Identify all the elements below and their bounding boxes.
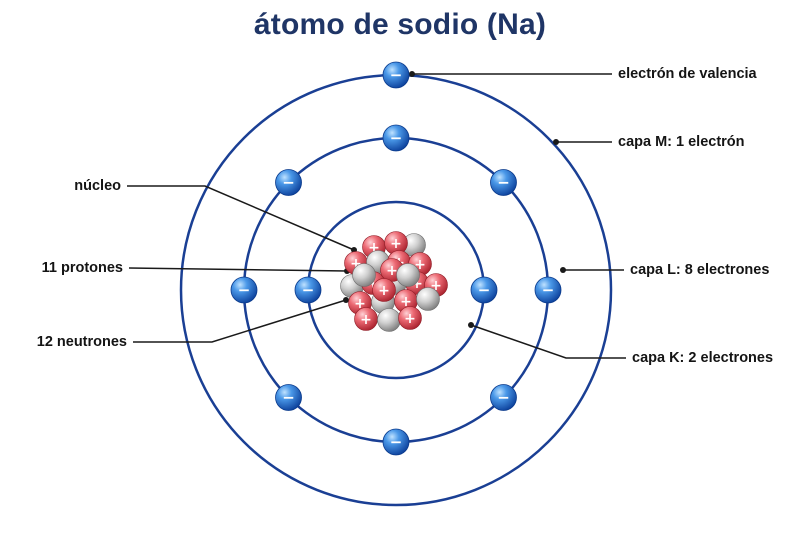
- svg-text:+: +: [414, 257, 426, 273]
- proton: +: [372, 278, 396, 302]
- neutron: [377, 308, 401, 332]
- svg-text:−: −: [390, 433, 403, 451]
- label-valence-electron: electrón de valencia: [618, 66, 757, 82]
- electron-shell-m: −: [382, 61, 410, 89]
- leader-dot-valence: [409, 71, 415, 77]
- svg-text:−: −: [238, 281, 251, 299]
- leader-dot-shell-l: [560, 267, 566, 273]
- svg-text:+: +: [411, 276, 423, 292]
- leader-dot-shell-m: [553, 139, 559, 145]
- label-shell-l: capa L: 8 electrones: [630, 262, 770, 278]
- svg-text:+: +: [386, 263, 398, 279]
- nucleus: ++++++++++++++: [340, 231, 448, 332]
- leader-dot-neutrons: [343, 297, 349, 303]
- svg-text:+: +: [354, 296, 366, 312]
- leader-dot-shell-k: [468, 322, 474, 328]
- neutron: [352, 263, 376, 287]
- svg-text:−: −: [497, 388, 510, 406]
- svg-text:−: −: [282, 388, 295, 406]
- label-shell-m: capa M: 1 electrón: [618, 134, 745, 150]
- proton: +: [354, 307, 378, 331]
- electron-shell-l: −: [382, 124, 410, 152]
- label-nucleus: núcleo: [74, 178, 121, 194]
- electrons: − − − − − − − − − − −: [230, 61, 562, 456]
- label-neutrons: 12 neutrones: [36, 334, 127, 350]
- electron-shell-l: −: [490, 384, 517, 411]
- svg-text:−: −: [542, 281, 555, 299]
- electron-shell-l: −: [275, 384, 302, 411]
- electron-shell-l: −: [230, 276, 258, 304]
- svg-text:−: −: [302, 281, 315, 299]
- leader-lines: [127, 71, 626, 359]
- svg-text:+: +: [368, 240, 380, 256]
- svg-text:−: −: [390, 66, 403, 84]
- leader-neutrons: [133, 299, 347, 343]
- proton: +: [398, 306, 422, 330]
- svg-text:−: −: [478, 281, 491, 299]
- leader-shell-k: [470, 324, 626, 359]
- electron-shell-l: −: [534, 276, 562, 304]
- label-shell-k: capa K: 2 electrones: [632, 350, 774, 366]
- svg-text:+: +: [360, 312, 372, 328]
- svg-text:+: +: [350, 256, 362, 272]
- svg-text:+: +: [367, 276, 379, 292]
- label-protons: 11 protones: [41, 260, 123, 276]
- electron-shell-l: −: [275, 169, 302, 196]
- svg-text:−: −: [282, 174, 295, 192]
- svg-text:−: −: [390, 129, 403, 147]
- diagram-title: átomo de sodio (Na): [253, 8, 547, 41]
- electron-shell-l: −: [490, 169, 517, 196]
- leader-protons: [128, 267, 348, 272]
- svg-text:+: +: [378, 283, 390, 299]
- electron-shell-k: −: [294, 276, 322, 304]
- electron-shell-k: −: [470, 276, 498, 304]
- electron-shell-l: −: [382, 428, 410, 456]
- neutron: [396, 263, 420, 287]
- svg-text:−: −: [497, 174, 510, 192]
- svg-text:+: +: [404, 311, 416, 327]
- neutron: [416, 287, 440, 311]
- svg-text:+: +: [430, 278, 442, 294]
- svg-text:+: +: [400, 294, 412, 310]
- svg-text:+: +: [390, 236, 402, 252]
- leader-nucleus: [127, 185, 355, 251]
